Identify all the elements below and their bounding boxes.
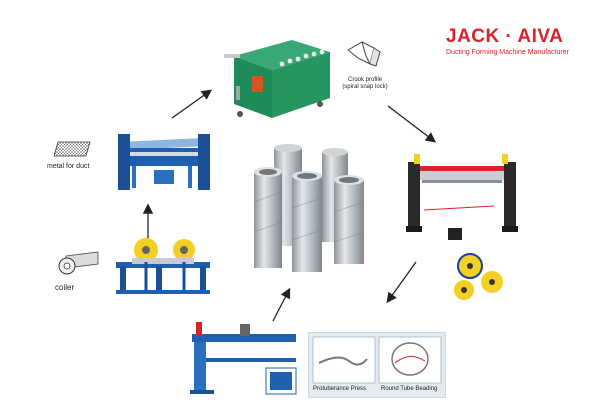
protuberance-press-label: Protuberance Press [313,386,367,392]
coiler-machine [112,232,214,298]
coiler-label: coiler [55,283,75,292]
crook-profile-machine [222,26,334,124]
shearing-machine [112,126,212,192]
brand-logo: JACK · AIVA Ducting Forming Machine Manu… [446,26,596,56]
seam-welding-machine [186,318,308,398]
arrow-icon [272,287,291,322]
beading-panel: Protuberance Press Round Tube Beading [308,332,446,398]
crook-profile-line1: Crook profile [347,77,382,83]
metal-sheet-icon [53,140,92,158]
round-tube-beading-label: Round Tube Beading [381,386,438,392]
coil-icon [58,250,102,276]
arrow-icon [386,261,417,304]
crook-profile-line2: (spiral snap lock) [342,84,388,90]
rolling-machine [404,148,520,244]
spiral-ducts-image [248,142,374,276]
yellow-parts-image [450,252,510,302]
arrow-icon [171,89,213,119]
arrow-icon [387,105,437,143]
crook-profile-icon [344,36,384,70]
metal-for-duct-label: metal for duct [47,163,90,170]
crook-profile-label: Crook profile (spiral snap lock) [340,77,390,91]
brand-subtitle: Ducting Forming Machine Manufacturer [446,49,569,56]
brand-title: JACK · AIVA [446,26,564,47]
